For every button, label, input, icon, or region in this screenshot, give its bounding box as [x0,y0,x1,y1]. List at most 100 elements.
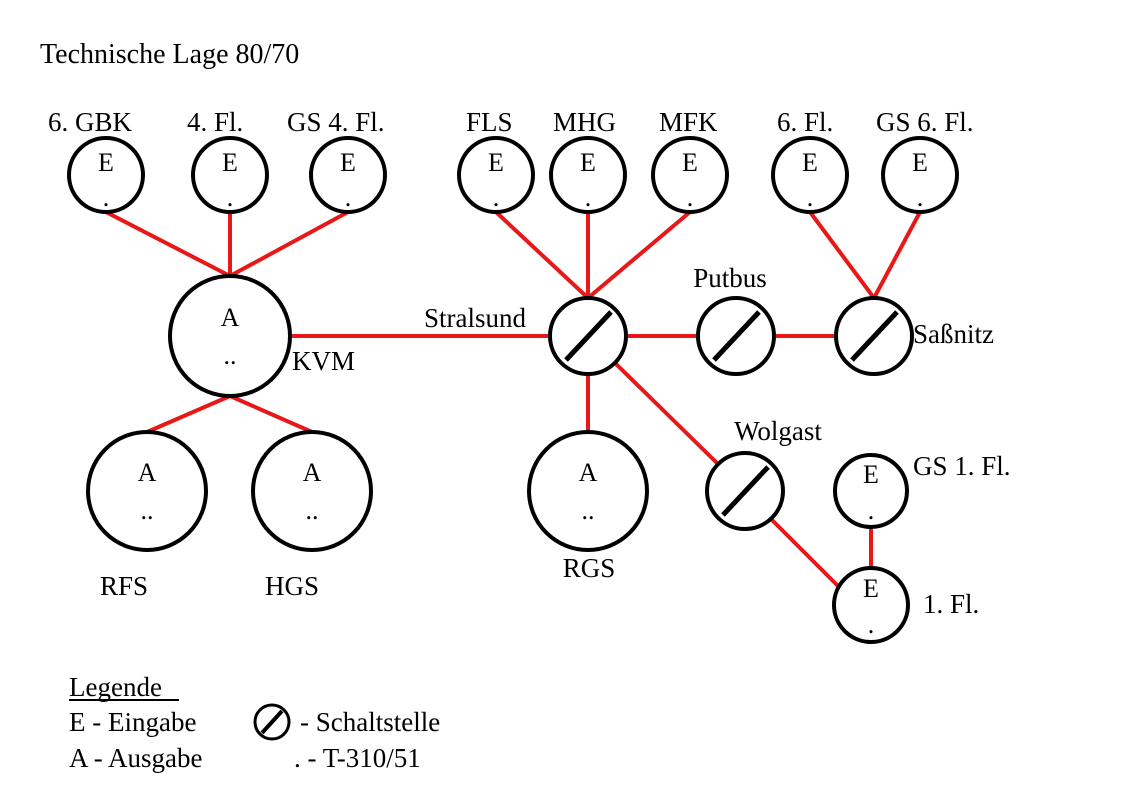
legend-eingabe: E - Eingabe [69,707,196,737]
eingabe-symbol: E [488,148,504,177]
legend-slash-icon [260,709,284,735]
legend: Legende E - Eingabe A - Ausgabe - Schalt… [69,672,440,773]
node-gsfl6: GS 6. Fl. E . [876,107,974,214]
node-mfk: MFK E . [651,107,729,214]
terminal-dot: . [493,183,500,212]
terminal-dot: . [345,183,352,212]
terminal-dot: . [227,183,234,212]
link-stralsund-wolgast [613,361,720,466]
eingabe-symbol: E [682,148,698,177]
eingabe-circle [191,136,269,214]
legend-terminal: . - T-310/51 [294,743,421,773]
node-gbk6: 6. GBK E . [48,107,145,214]
node-gsfl1: E . GS 1. Fl. [833,451,1011,529]
node-label-gsfl4: GS 4. Fl. [287,107,385,137]
node-rfs: A .. RFS [86,430,208,601]
node-mhg: MHG E . [549,107,627,214]
eingabe-symbol: E [863,574,879,603]
node-label-hgs: HGS [265,571,319,601]
eingabe-symbol: E [912,148,928,177]
terminal-dot: . [687,183,694,212]
terminal-dots: .. [224,341,237,370]
ausgabe-symbol: A [138,458,157,487]
schaltstelle-slash-icon [564,310,613,362]
terminal-dot: . [585,183,592,212]
node-hgs: A .. HGS [251,430,373,601]
node-label-wolgast: Wolgast [734,416,822,446]
node-label-sassnitz: Saßnitz [913,319,994,349]
eingabe-circle [309,136,387,214]
terminal-dot: . [917,183,924,212]
node-label-stralsund: Stralsund [424,303,527,333]
node-fl1: E . 1. Fl. [832,566,979,644]
legend-schaltstelle: - Schaltstelle [300,707,440,737]
node-label-mhg: MHG [553,107,616,137]
link-mfk-stralsund [586,210,692,300]
node-label-mfk: MFK [659,107,718,137]
ausgabe-circle [251,430,373,552]
node-sassnitz: Saßnitz [834,296,994,376]
ausgabe-symbol: A [303,458,322,487]
ausgabe-circle [527,430,649,552]
terminal-dot: . [807,183,814,212]
link-wolgast-fl1 [766,514,842,590]
node-label-fl1: 1. Fl. [923,589,979,619]
node-rgs: A .. RGS [527,430,649,583]
ausgabe-circle [86,430,208,552]
node-label-rfs: RFS [100,571,148,601]
node-gsfl4: GS 4. Fl. E . [287,107,387,214]
ausgabe-symbol: A [579,458,598,487]
link-fl6-sassnitz [808,210,876,300]
link-gsfl6-sassnitz [872,211,922,299]
node-label-fls: FLS [466,107,513,137]
node-fl6: 6. Fl. E . [771,107,849,214]
node-label-kvm: KVM [292,346,355,376]
eingabe-circle [457,136,535,214]
terminal-dots: .. [306,496,319,525]
terminal-dot: . [103,183,110,212]
node-label-gsfl1: GS 1. Fl. [913,451,1011,481]
eingabe-symbol: E [340,148,356,177]
link-kvm-rfs [146,394,231,434]
terminal-dot: . [868,496,875,525]
schaltstelle-slash-icon [712,310,761,362]
node-fl4: 4. Fl. E . [187,107,269,214]
diagram-title: Technische Lage 80/70 [40,39,299,70]
legend-ausgabe: A - Ausgabe [69,743,203,773]
eingabe-symbol: E [802,148,818,177]
terminal-dots: .. [582,496,595,525]
eingabe-circle [67,136,145,214]
link-kvm-hgs [229,394,313,434]
ausgabe-circle [168,274,292,398]
terminal-dots: .. [141,496,154,525]
eingabe-circle [881,136,959,214]
eingabe-symbol: E [863,460,879,489]
link-gbk6-kvm [105,210,231,278]
schaltstelle-slash-icon [721,465,770,517]
eingabe-circle [832,566,910,644]
link-fls-stralsund [494,210,590,300]
eingabe-symbol: E [580,148,596,177]
connections [105,210,922,590]
eingabe-circle [549,136,627,214]
node-kvm: A .. KVM [168,274,355,398]
node-label-gbk6: 6. GBK [48,107,133,137]
node-label-fl4: 4. Fl. [187,107,243,137]
node-stralsund: Stralsund [424,296,628,376]
node-putbus: Putbus [693,263,776,376]
eingabe-symbol: E [222,148,238,177]
ausgabe-symbol: A [221,303,240,332]
node-label-gsfl6: GS 6. Fl. [876,107,974,137]
link-gsfl4-kvm [229,210,349,278]
eingabe-circle [833,453,909,529]
node-label-rgs: RGS [563,553,616,583]
node-label-putbus: Putbus [693,263,767,293]
eingabe-circle [771,136,849,214]
node-label-fl6: 6. Fl. [777,107,833,137]
schaltstelle-slash-icon [850,310,899,362]
node-wolgast: Wolgast [705,416,822,531]
eingabe-symbol: E [98,148,114,177]
eingabe-circle [651,136,729,214]
node-fls: FLS E . [457,107,535,214]
